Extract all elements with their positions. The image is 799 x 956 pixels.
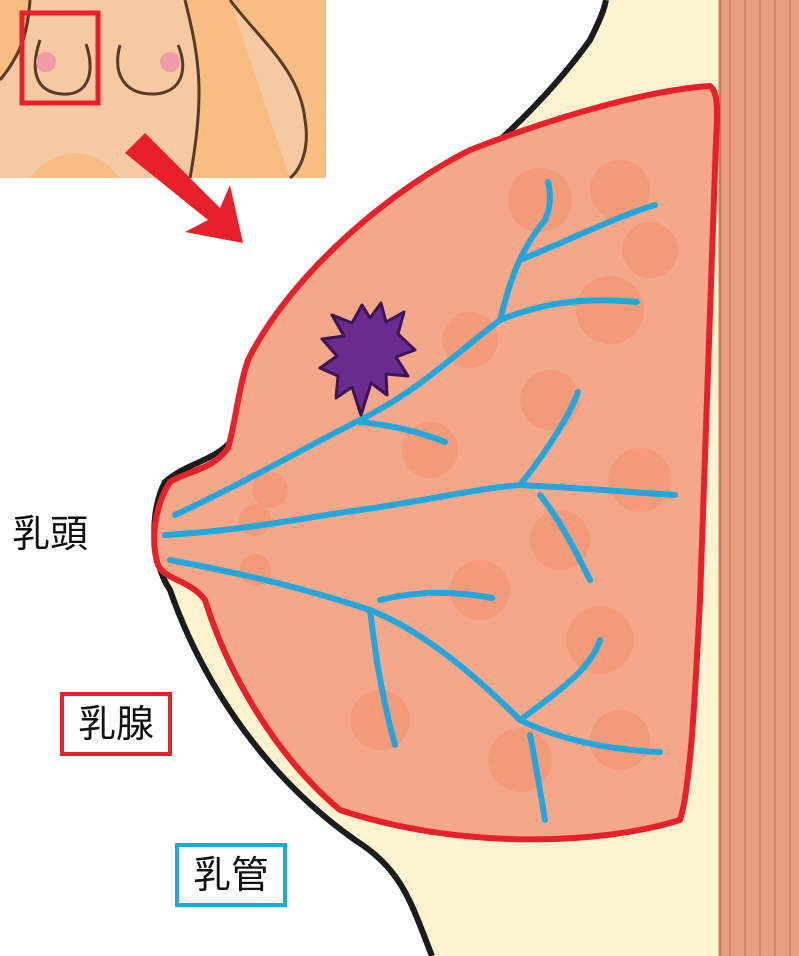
nipple-label: 乳頭 — [12, 515, 88, 553]
milk-duct-label: 乳管 — [175, 843, 287, 907]
pectoral-muscle — [720, 0, 799, 956]
mammary-gland-label: 乳腺 — [60, 692, 172, 756]
